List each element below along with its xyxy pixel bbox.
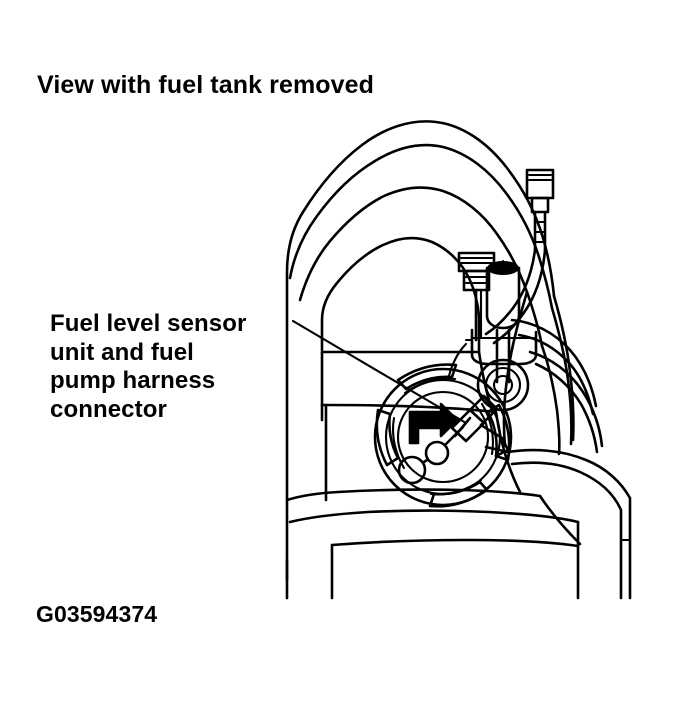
fuel-hoses bbox=[447, 248, 632, 600]
harness-connector-bosses bbox=[397, 416, 472, 485]
view-title: View with fuel tank removed bbox=[37, 71, 375, 99]
side-connector-block bbox=[457, 251, 496, 342]
fuel-pump-flange bbox=[373, 363, 513, 508]
callout-label-fuel-level-sensor: Fuel level sensor unit and fuel pump har… bbox=[50, 310, 247, 423]
leader-line bbox=[291, 319, 468, 425]
flange-connector-body bbox=[450, 394, 510, 458]
figure-code: G03594374 bbox=[36, 601, 158, 627]
wheel-well-panel bbox=[320, 236, 498, 502]
body-outer-arch bbox=[285, 120, 556, 582]
vent-hose-plug bbox=[525, 168, 555, 252]
flange-arrow-marker bbox=[408, 402, 459, 445]
